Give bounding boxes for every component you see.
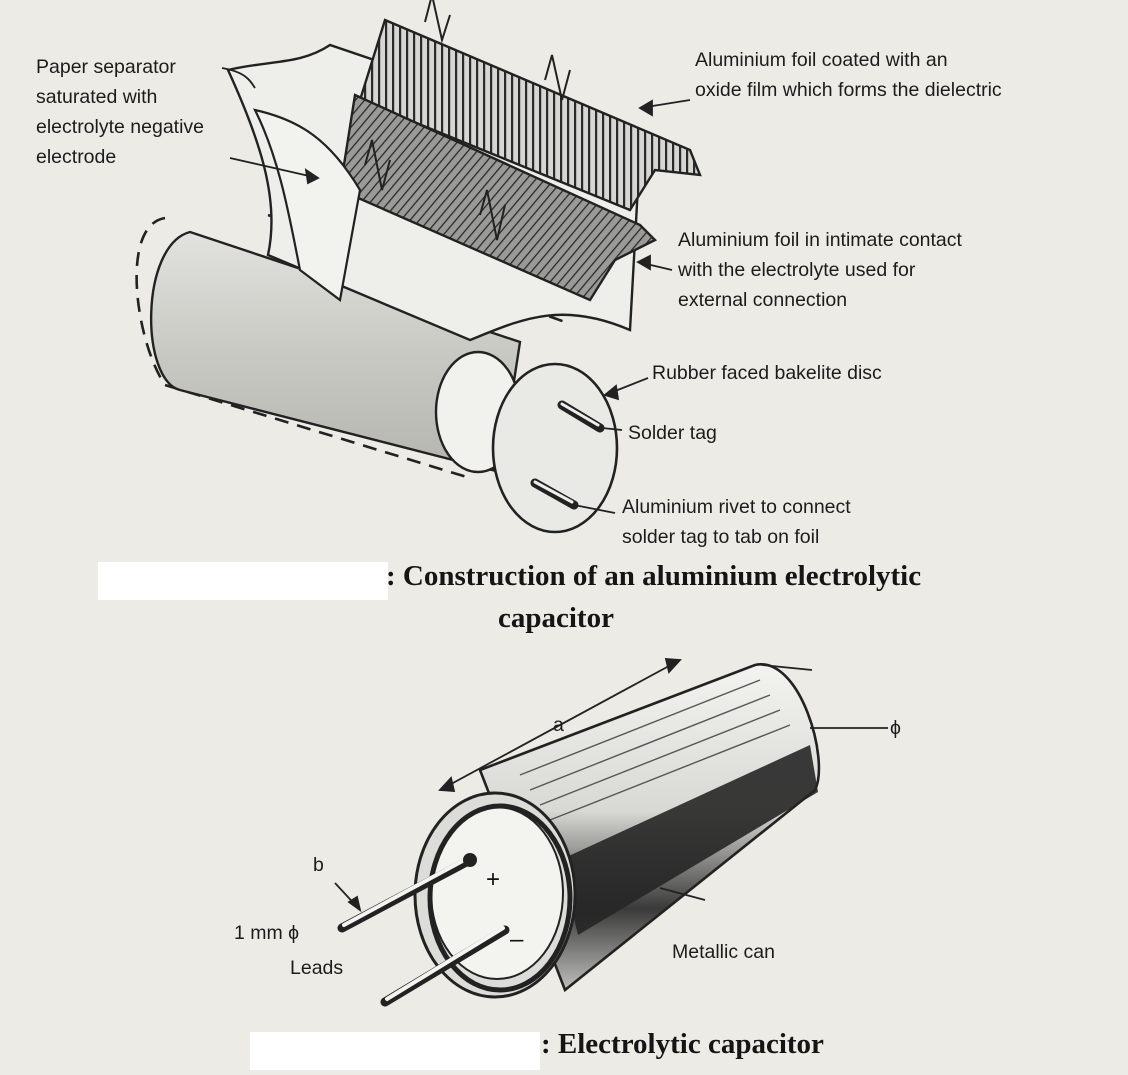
paper-separator-line-3: electrolyte negative — [36, 116, 205, 138]
dimension-a-label: a — [553, 714, 564, 736]
contact-foil-line-3: external connection — [678, 289, 848, 311]
capacitor-can — [337, 663, 821, 1007]
caption-top-line-2: capacitor — [498, 602, 614, 634]
leads-label: Leads — [290, 957, 344, 979]
caption-mask-bottom — [250, 1032, 540, 1070]
paper-separator-line-2: saturated with — [36, 86, 158, 108]
bakelite-disc-label: Rubber faced bakelite disc — [652, 362, 882, 384]
top-leaders — [221, 67, 691, 514]
oxide-foil-line-2: oxide film which forms the dielectric — [695, 79, 1002, 101]
bottom-dimensions — [334, 658, 888, 913]
positive-sign: + — [486, 866, 501, 893]
caption-bottom: : Electrolytic capacitor — [541, 1028, 824, 1060]
dimension-b-label: b — [313, 854, 324, 876]
roll-body — [150, 230, 522, 474]
rivet-line-2: solder tag to tab on foil — [622, 526, 820, 548]
caption-mask-top — [98, 562, 388, 600]
negative-sign: – — [510, 926, 524, 953]
caption-top-line-1: : Construction of an aluminium electroly… — [386, 560, 922, 592]
rivet-line-1: Aluminium rivet to connect — [622, 496, 851, 518]
paper-separator-line-4: electrode — [36, 146, 117, 168]
unrolled-layers — [226, 0, 702, 342]
contact-foil-line-2: with the electrolyte used for — [678, 259, 916, 281]
lead-diameter-label: 1 mm ϕ — [234, 922, 300, 944]
solder-tag-label: Solder tag — [628, 422, 717, 444]
contact-foil-line-1: Aluminium foil in intimate contact — [678, 229, 962, 251]
diameter-phi-label: ϕ — [890, 717, 901, 739]
paper-separator-line-1: Paper separator — [36, 56, 176, 78]
bakelite-disc — [491, 362, 619, 534]
metallic-can-label: Metallic can — [672, 941, 775, 963]
oxide-foil-line-1: Aluminium foil coated with an — [695, 49, 948, 71]
roll-assembly — [135, 213, 619, 534]
